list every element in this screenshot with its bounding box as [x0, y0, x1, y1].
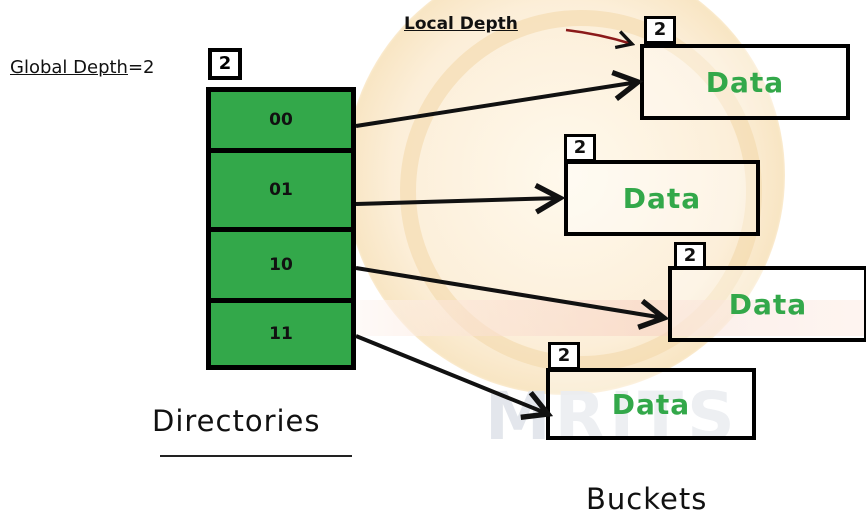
arrow-00-to-bucket-1 [355, 82, 638, 128]
buckets-label: Buckets [586, 482, 708, 516]
arrow-11-to-bucket-4 [355, 334, 548, 414]
local-depth-pointer [565, 28, 632, 44]
bucket-2: Data [564, 160, 760, 236]
bucket-4: Data [546, 368, 756, 440]
global-depth-box: 2 [208, 48, 242, 80]
global-depth-label: Global Depth=2 [10, 57, 155, 78]
directories-label: Directories [152, 404, 321, 438]
directory-cell-10: 10 [206, 227, 356, 303]
local-depth-box-1: 2 [644, 16, 676, 44]
bucket-1: Data [640, 44, 850, 120]
arrow-01-to-bucket-2 [355, 198, 560, 204]
directory-cell-11: 11 [206, 298, 356, 370]
local-depth-label: Local Depth [404, 14, 518, 34]
directories-underline [160, 455, 352, 457]
local-depth-box-2: 2 [564, 134, 596, 162]
bucket-3: Data [668, 266, 866, 342]
arrow-10-to-bucket-3 [355, 266, 664, 318]
